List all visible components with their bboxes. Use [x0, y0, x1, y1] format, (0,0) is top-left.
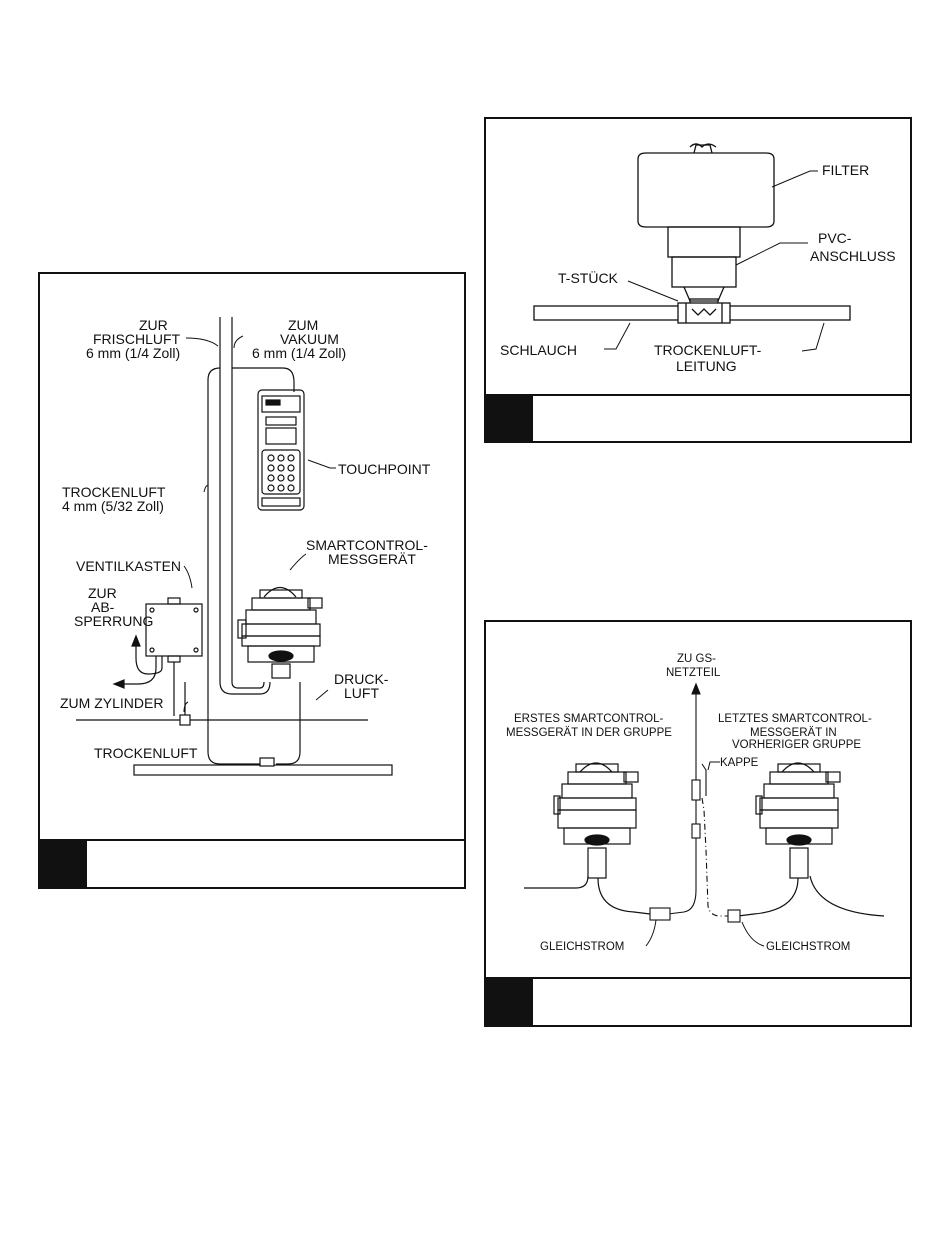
label-smartcontrol-1: SMARTCONTROL- [306, 537, 428, 553]
trockenluft-bar [133, 757, 393, 776]
dc-supply-line [667, 682, 730, 917]
leader-lines [645, 761, 765, 947]
filter-diagram: FILTER PVC- ANSCHLUSS T-STÜCK SCHLAUCH T… [484, 117, 912, 443]
valve-box-diagram: ZUR FRISCHLUFT 6 mm (1/4 Zoll) ZUM VAKUU… [38, 272, 466, 889]
label-druckluft-1: DRUCK- [334, 671, 389, 687]
label-trockenluft-line-1: TROCKENLUFT [62, 484, 166, 500]
label-gs-netzteil-2: NETZTEIL [666, 667, 721, 679]
label-trockenluftleitung-1: TROCKENLUFT- [654, 342, 762, 358]
smartcontrol-meter-first [524, 762, 651, 915]
label-gleichstrom-left: GLEICHSTROM [540, 941, 624, 953]
leader-lines [604, 170, 825, 352]
label-frischluft-3: 6 mm (1/4 Zoll) [86, 345, 180, 361]
label-absperrung-2: AB- [91, 599, 115, 615]
label-frischluft-1: ZUR [139, 317, 168, 333]
label-letztes-3: VORHERIGER GRUPPE [732, 739, 861, 751]
filter [637, 143, 775, 308]
valve-box [112, 597, 203, 716]
label-vakuum-2: VAKUUM [280, 331, 339, 347]
label-trockenluft-line-2: 4 mm (5/32 Zoll) [62, 498, 164, 514]
label-absperrung-1: ZUR [88, 585, 117, 601]
label-kappe: KAPPE [720, 757, 759, 769]
dc-connectors [649, 907, 741, 923]
label-gs-netzteil-1: ZU GS- [677, 653, 716, 665]
druckluft-line [76, 682, 368, 726]
touchpoint-device [257, 389, 305, 511]
label-smartcontrol-2: MESSGERÄT [328, 551, 416, 567]
label-filter: FILTER [822, 162, 869, 178]
label-letztes-2: MESSGERÄT IN [750, 727, 837, 739]
label-ventilkasten: VENTILKASTEN [76, 558, 181, 574]
figure-dc-wiring: ZU GS- NETZTEIL ERSTES SMARTCONTROL- MES… [484, 620, 912, 1027]
dc-wiring-diagram: ZU GS- NETZTEIL ERSTES SMARTCONTROL- MES… [484, 620, 912, 1027]
label-letztes-1: LETZTES SMARTCONTROL- [718, 713, 872, 725]
label-tstueck: T-STÜCK [558, 269, 619, 286]
figure-number-box [485, 395, 533, 442]
figure-number-box [39, 840, 87, 888]
label-druckluft-2: LUFT [344, 685, 379, 701]
hose-tpiece [533, 302, 851, 324]
label-touchpoint: TOUCHPOINT [338, 461, 431, 477]
figure-number-box [485, 978, 533, 1026]
label-pvc-1: PVC- [818, 230, 852, 246]
label-erstes-2: MESSGERÄT IN DER GRUPPE [506, 727, 672, 739]
label-frischluft-2: FRISCHLUFT [93, 331, 181, 347]
smartcontrol-meter-left [237, 586, 323, 679]
tube-lines [207, 317, 301, 765]
label-vakuum-3: 6 mm (1/4 Zoll) [252, 345, 346, 361]
label-pvc-2: ANSCHLUSS [810, 248, 896, 264]
figure-valve-box-wiring: ZUR FRISCHLUFT 6 mm (1/4 Zoll) ZUM VAKUU… [38, 272, 466, 889]
label-vakuum-1: ZUM [288, 317, 318, 333]
label-erstes-1: ERSTES SMARTCONTROL- [514, 713, 663, 725]
label-trockenluft: TROCKENLUFT [94, 745, 198, 761]
leader-lines [183, 335, 336, 713]
label-zylinder: ZUM ZYLINDER [60, 695, 163, 711]
figure-filter-connection: FILTER PVC- ANSCHLUSS T-STÜCK SCHLAUCH T… [484, 117, 912, 443]
label-gleichstrom-right: GLEICHSTROM [766, 941, 850, 953]
label-schlauch: SCHLAUCH [500, 342, 577, 358]
smartcontrol-meter-last [737, 762, 885, 917]
label-absperrung-3: SPERRUNG [74, 613, 153, 629]
label-trockenluftleitung-2: LEITUNG [676, 358, 737, 374]
